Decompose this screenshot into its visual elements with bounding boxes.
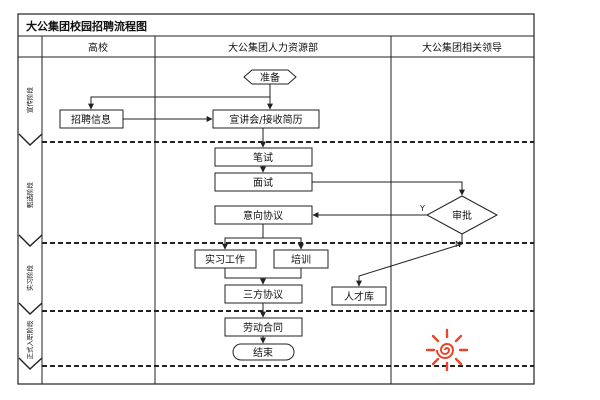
- edge-start-recruit-info: [88, 96, 270, 110]
- phase-separator-3: [18, 302, 534, 315]
- svg-text:笔试: 笔试: [253, 151, 273, 164]
- node-end: 结束: [232, 343, 295, 361]
- edge-label-yes: Y: [419, 204, 425, 213]
- column-header-leaders: 大公集团相关领导: [422, 41, 502, 54]
- diagram-title: 大公集团校园招聘流程图: [26, 19, 147, 33]
- node-approve: 审批: [425, 195, 499, 235]
- node-tripartite: 三方协议: [224, 284, 303, 304]
- svg-text:准备: 准备: [260, 71, 280, 84]
- node-training: 培训: [273, 249, 329, 269]
- phase-label-intern: 实习阶段: [25, 265, 34, 292]
- node-start: 准备: [243, 69, 297, 85]
- node-recruit-info: 招聘信息: [59, 109, 124, 129]
- svg-text:人才库: 人才库: [344, 290, 374, 303]
- phase-label-formal: 正式入职阶段: [25, 320, 34, 360]
- edge-training-tripartite: [263, 268, 302, 279]
- svg-text:实习工作: 实习工作: [205, 253, 245, 266]
- node-intent-agreement: 意向协议: [214, 205, 313, 225]
- edge-intent-intern: [222, 224, 264, 250]
- svg-text:意向协议: 意向协议: [243, 209, 283, 222]
- phase-separator-4: [18, 357, 534, 370]
- column-header-hr: 大公集团人力资源部: [228, 41, 318, 54]
- node-seminar: 宣讲会/接收简历: [212, 109, 320, 129]
- svg-text:三方协议: 三方协议: [243, 288, 283, 301]
- edge-approve-talent-pool: [356, 234, 463, 287]
- node-talent-pool: 人才库: [331, 286, 387, 306]
- phase-label-select: 甄选阶段: [25, 182, 34, 209]
- svg-text:审批: 审批: [452, 209, 472, 222]
- svg-text:宣讲会/接收简历: 宣讲会/接收简历: [229, 113, 302, 126]
- node-labor-contract: 劳动合同: [224, 317, 303, 337]
- svg-text:招聘信息: 招聘信息: [71, 113, 111, 126]
- node-interview: 面试: [214, 172, 313, 192]
- node-intern-work: 实习工作: [194, 249, 257, 269]
- edge-intern-tripartite: [224, 268, 266, 285]
- phase-separator-2: [18, 234, 534, 247]
- node-written-test: 笔试: [214, 147, 313, 167]
- phase-separator-1: [18, 133, 534, 146]
- svg-text:面试: 面试: [253, 176, 273, 189]
- column-header-college: 高校: [88, 41, 108, 54]
- sun-logo-icon: [425, 328, 469, 372]
- edge-intent-training: [263, 237, 304, 250]
- edge-interview-approve: [312, 181, 465, 196]
- svg-text:培训: 培训: [291, 253, 311, 266]
- phase-label-prep: 宣传阶段: [25, 87, 34, 114]
- svg-text:结束: 结束: [253, 346, 273, 359]
- edge-label-no: N: [455, 240, 461, 249]
- svg-text:劳动合同: 劳动合同: [243, 321, 283, 334]
